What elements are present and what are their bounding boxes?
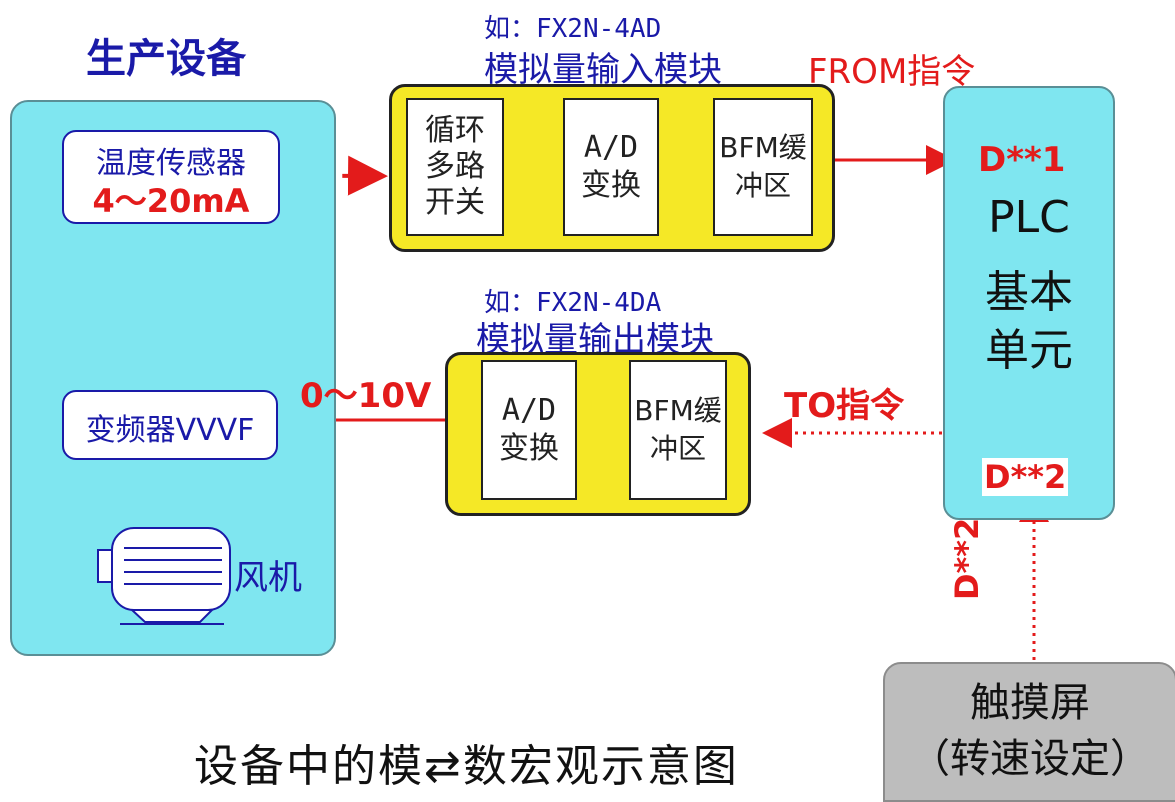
input-block-multiplexer: 循环 多路 开关 bbox=[406, 98, 504, 236]
input-block-bfm: BFM缓 冲区 bbox=[713, 98, 813, 236]
input-block-multiplexer-line3: 开关 bbox=[425, 185, 485, 220]
motor-body bbox=[111, 527, 231, 611]
vfd-box: 变频器VVVF bbox=[62, 390, 278, 460]
input-block-bfm-line2: 冲区 bbox=[734, 169, 791, 202]
plc-d1-label: D**1 bbox=[978, 140, 1066, 180]
output-module-caption-1: 如：FX2N-4DA bbox=[484, 288, 662, 318]
motor-base bbox=[129, 609, 215, 623]
from-instruction-label: FROM指令 bbox=[808, 52, 976, 92]
temperature-sensor-box: 温度传感器 4～20mA bbox=[62, 130, 280, 224]
sensor-label: 温度传感器 bbox=[96, 146, 246, 181]
input-block-ad-line1: A/D bbox=[583, 130, 639, 165]
output-block-ad-line1: A/D bbox=[501, 393, 557, 428]
output-block-bfm: BFM缓 冲区 bbox=[629, 360, 727, 500]
touch-d2-vertical-label: D**2 bbox=[948, 517, 986, 600]
touch-screen-label: 触摸屏 bbox=[970, 680, 1090, 726]
output-block-bfm-line1: BFM缓 bbox=[634, 394, 722, 427]
input-block-ad: A/D 变换 bbox=[563, 98, 659, 236]
plc-d2-label: D**2 bbox=[982, 458, 1069, 496]
equipment-title: 生产设备 bbox=[86, 36, 246, 82]
input-block-multiplexer-line2: 多路 bbox=[425, 149, 485, 184]
diagram-caption: 设备中的模⇄数宏观示意图 bbox=[194, 741, 739, 792]
sensor-range: 4～20mA bbox=[92, 182, 250, 220]
vfd-label: 变频器VVVF bbox=[85, 413, 255, 448]
plc-label-basic: 基本 bbox=[985, 267, 1073, 318]
plc-panel bbox=[943, 86, 1115, 520]
to-instruction-label: TO指令 bbox=[784, 386, 905, 426]
touch-screen-subtitle: （转速设定） bbox=[910, 736, 1150, 782]
output-block-ad: A/D 变换 bbox=[481, 360, 577, 500]
plc-label-plc: PLC bbox=[988, 192, 1070, 243]
input-block-bfm-line1: BFM缓 bbox=[719, 131, 807, 164]
input-block-multiplexer-line1: 循环 bbox=[425, 113, 485, 148]
motor-end-cap bbox=[97, 549, 113, 583]
input-module-caption-1: 如：FX2N-4AD bbox=[484, 14, 662, 44]
input-module-caption-2: 模拟量输入模块 bbox=[484, 50, 722, 90]
input-block-ad-line2: 变换 bbox=[581, 168, 641, 203]
plc-label-unit: 单元 bbox=[985, 325, 1073, 376]
output-block-ad-line2: 变换 bbox=[499, 431, 559, 466]
output-range-label: 0～10V bbox=[300, 376, 432, 416]
touch-screen-panel bbox=[883, 662, 1175, 802]
output-block-bfm-line2: 冲区 bbox=[649, 432, 706, 465]
fan-label: 风机 bbox=[234, 558, 302, 598]
